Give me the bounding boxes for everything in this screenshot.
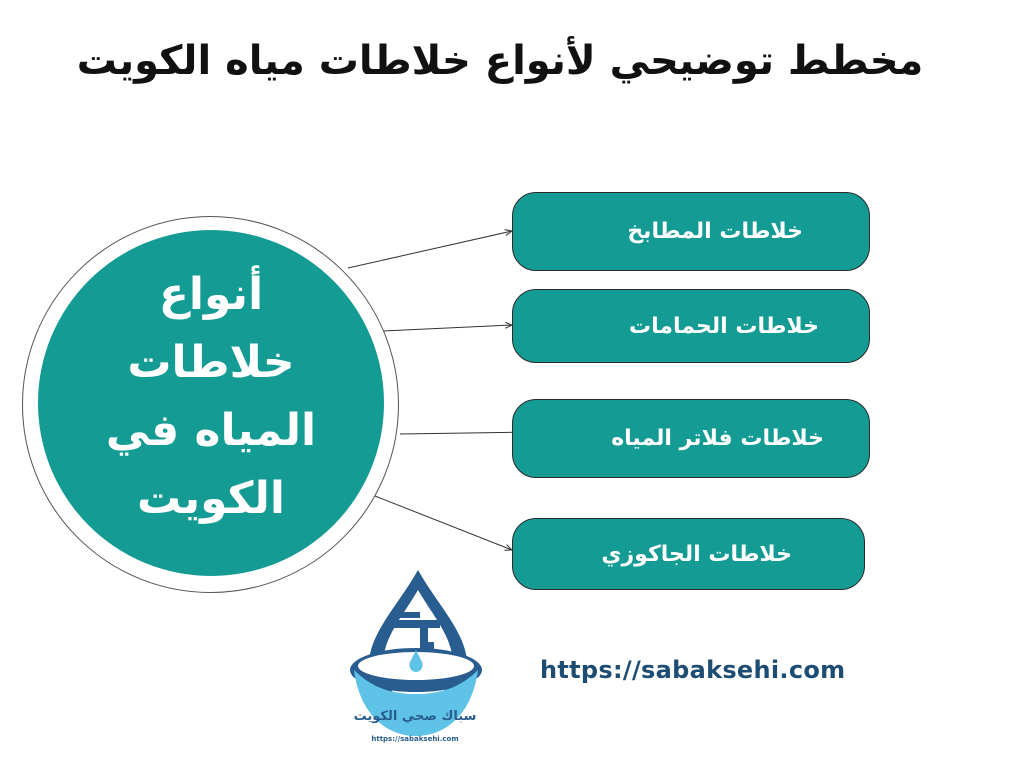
center-line-4: الكويت xyxy=(137,473,285,524)
diagram-title: مخطط توضيحي لأنواع خلاطات مياه الكويت xyxy=(76,38,924,84)
node-kitchen-mixers: خلاطات المطابخ xyxy=(512,192,870,271)
connector-line-2 xyxy=(382,325,512,332)
node-label: خلاطات الجاكوزي xyxy=(601,541,792,567)
center-outer-ring xyxy=(22,216,399,593)
center-node-text: أنواع خلاطات المياه في الكويت xyxy=(96,261,326,533)
node-label: خلاطات المطابخ xyxy=(627,219,803,244)
node-water-filter-mixers: خلاطات فلاتر المياه xyxy=(512,399,870,478)
website-link[interactable]: https://sabaksehi.com xyxy=(540,656,846,684)
center-line-3: المياه في xyxy=(105,405,317,456)
center-line-2: خلاطات xyxy=(127,337,295,388)
node-label: خلاطات الحمامات xyxy=(629,313,819,339)
connector-line-1 xyxy=(347,231,512,269)
logo-url: https://sabaksehi.com xyxy=(371,735,459,743)
logo-brand-name: سباك صحي الكويت xyxy=(353,709,477,724)
node-jacuzzi-mixers: خلاطات الجاكوزي xyxy=(512,518,865,590)
connector-line-4 xyxy=(374,495,512,550)
node-bathroom-mixers: خلاطات الحمامات xyxy=(512,289,870,363)
node-label: خلاطات فلاتر المياه xyxy=(611,426,824,451)
water-drop-faucet-logo-icon xyxy=(350,570,482,736)
center-node: أنواع خلاطات المياه في الكويت xyxy=(38,230,384,576)
center-line-1: أنواع xyxy=(158,269,264,320)
